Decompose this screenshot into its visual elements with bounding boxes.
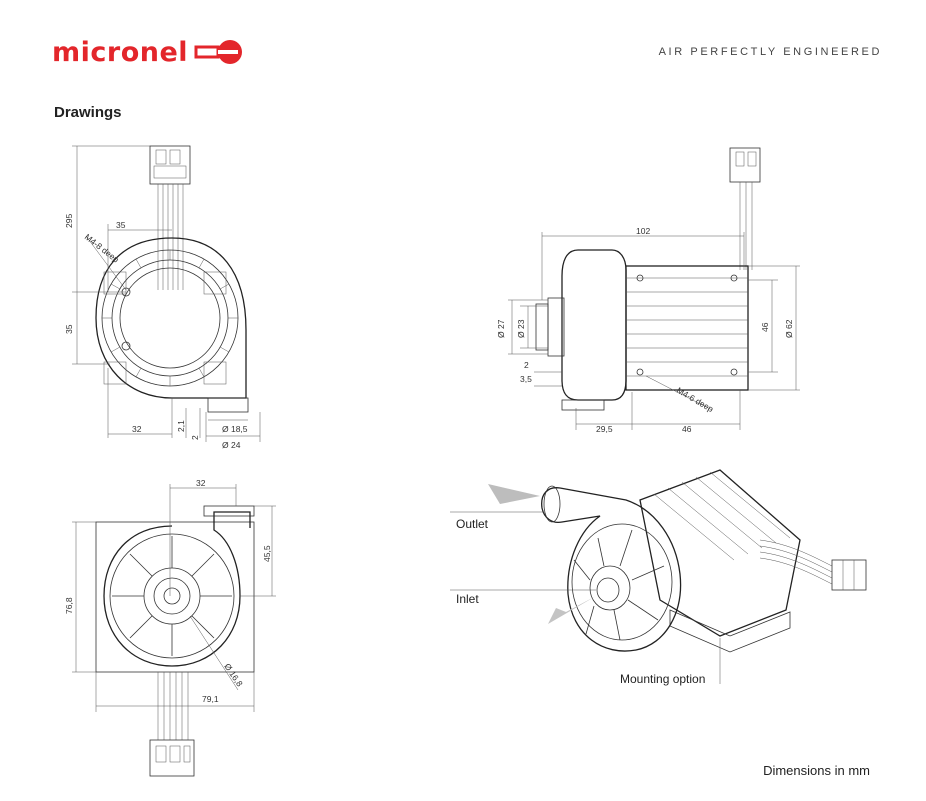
outlet-label: Outlet bbox=[456, 517, 489, 531]
side-dim-46-horizontal: 46 bbox=[682, 424, 692, 434]
front-dim-dia-24: Ø 24 bbox=[222, 440, 241, 450]
section-title: Drawings bbox=[54, 104, 122, 121]
front-dim-295: 295 bbox=[64, 214, 74, 228]
back-dim-79-1: 79,1 bbox=[202, 694, 219, 704]
side-dim-46-vertical: 46 bbox=[760, 322, 770, 332]
isometric-view-drawing: Outlet Inlet Mounting option bbox=[450, 469, 867, 686]
front-dim-m4-thread: M4-8 deep bbox=[83, 232, 121, 265]
mounting-option-label: Mounting option bbox=[620, 672, 705, 686]
back-dim-32: 32 bbox=[196, 478, 206, 488]
tagline: AIR PERFECTLY ENGINEERED bbox=[658, 46, 882, 58]
side-dim-29-5: 29,5 bbox=[596, 424, 613, 434]
inlet-label: Inlet bbox=[456, 592, 479, 606]
back-dim-45-5: 45,5 bbox=[262, 545, 272, 562]
front-dim-2: 2 bbox=[190, 435, 200, 440]
side-dim-102: 102 bbox=[636, 226, 650, 236]
side-dim-2: 2 bbox=[524, 360, 529, 370]
side-dim-3-5: 3,5 bbox=[520, 374, 532, 384]
front-dim-35-vertical: 35 bbox=[64, 324, 74, 334]
units-note: Dimensions in mm bbox=[763, 763, 870, 778]
outlet-arrow-icon bbox=[488, 484, 540, 504]
back-dim-dia-16-8: Ø 16,8 bbox=[222, 662, 245, 689]
front-dim-35-horizontal: 35 bbox=[116, 220, 126, 230]
back-dim-76-8: 76,8 bbox=[64, 597, 74, 614]
blower-logo-icon bbox=[194, 40, 243, 64]
front-dim-2-1: 2,1 bbox=[176, 420, 186, 432]
brand-logo: micronel bbox=[52, 36, 246, 68]
back-view-drawing: 32 45,5 76,8 Ø 16,8 79,1 bbox=[64, 478, 276, 777]
front-dim-dia-18-5: Ø 18,5 bbox=[222, 424, 248, 434]
front-dim-32: 32 bbox=[132, 424, 142, 434]
front-view-drawing: 295 35 35 M4-8 deep 32 2,1 2 Ø 18,5 Ø 24 bbox=[64, 145, 261, 450]
side-dim-dia-23: Ø 23 bbox=[516, 319, 526, 338]
inlet-arrow-icon bbox=[548, 596, 596, 624]
side-dim-dia-62: Ø 62 bbox=[784, 319, 794, 338]
side-dim-dia-27: Ø 27 bbox=[496, 319, 506, 338]
brand-name: micronel bbox=[52, 36, 189, 68]
side-view-drawing: 102 Ø 27 Ø 23 2 3,5 46 Ø 62 M4-6 deep 29… bbox=[496, 147, 800, 434]
